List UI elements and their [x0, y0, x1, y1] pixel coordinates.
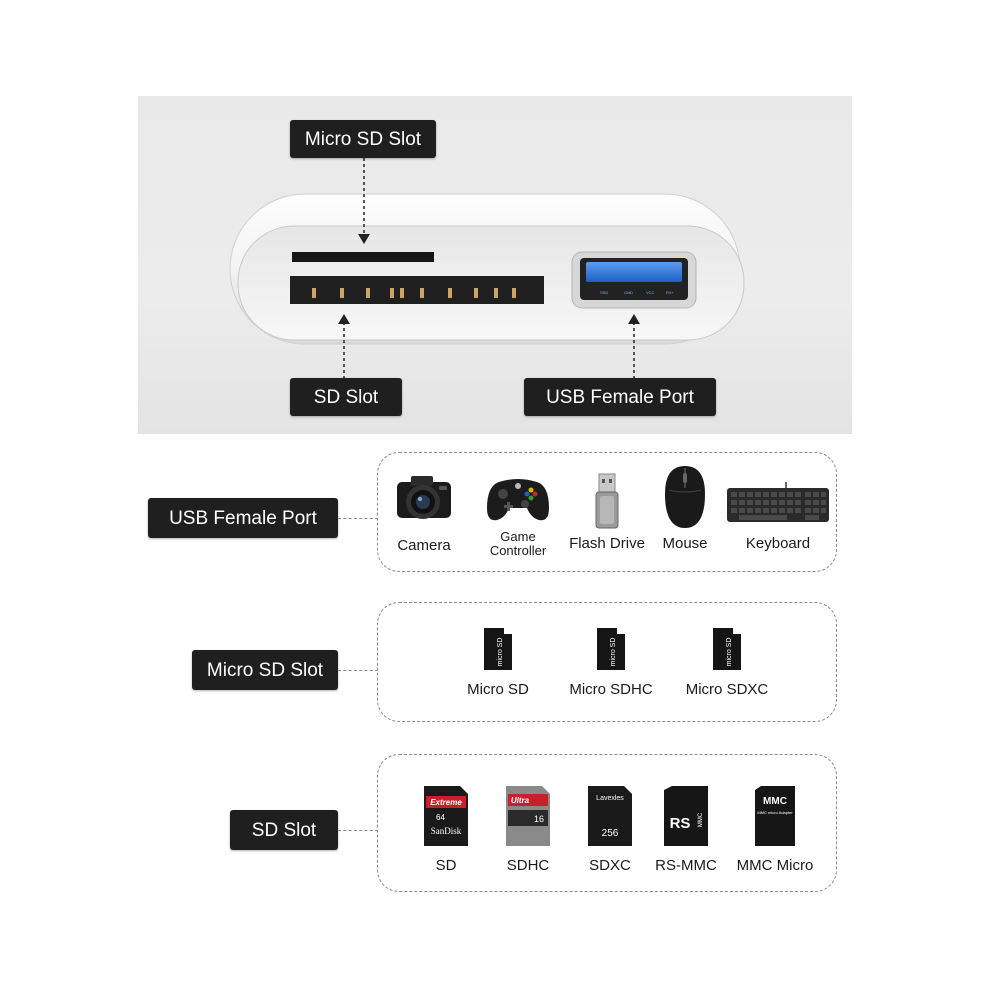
- svg-text:VCC: VCC: [646, 290, 655, 295]
- card-label: RS-MMC: [655, 857, 717, 874]
- card-label: SDHC: [506, 857, 550, 874]
- card-brand-text: Extreme: [430, 798, 462, 807]
- card-label: Micro SD: [467, 681, 529, 698]
- card-label: SD: [435, 857, 457, 874]
- card-sd: Extreme 64 SanDisk SD: [414, 784, 478, 875]
- connector-line: [338, 830, 378, 831]
- device-game-controller: Game Controller: [478, 474, 558, 559]
- card-micro-sdhc: micro SD Micro SDHC: [566, 626, 656, 699]
- section-label-micro-sd-slot: Micro SD Slot: [192, 650, 338, 690]
- device-keyboard: Keyboard: [724, 482, 832, 553]
- svg-text:RX+: RX+: [666, 290, 675, 295]
- sdhc-card-icon: Ultra 16: [506, 786, 550, 846]
- micro-sdhc-card-icon: micro SD: [597, 628, 625, 670]
- card-make-text: SanDisk: [431, 826, 462, 836]
- camera-icon: [397, 476, 451, 519]
- card-mark-text: micro SD: [497, 638, 504, 667]
- sd-card-icon: Extreme 64 SanDisk: [424, 786, 468, 846]
- card-label: Micro SDHC: [569, 681, 653, 698]
- product-photo: SSD GND VCC RX+: [138, 96, 852, 434]
- card-sub-text: MMC: [698, 812, 704, 827]
- svg-text:GND: GND: [624, 290, 633, 295]
- device-camera: Camera: [388, 468, 460, 555]
- section-label-usb-female-port: USB Female Port: [148, 498, 338, 538]
- callout-usb-female-port: USB Female Port: [524, 378, 716, 416]
- connector-line: [338, 670, 378, 671]
- device-flash-drive: Flash Drive: [566, 472, 648, 553]
- connector-line: [338, 518, 378, 519]
- device-mouse: Mouse: [654, 464, 716, 553]
- keyboard-icon: [727, 482, 829, 522]
- card-mark-text: micro SD: [610, 638, 617, 667]
- micro-sd-card-icon: micro SD: [484, 628, 512, 670]
- card-label: MMC Micro: [736, 857, 814, 874]
- card-cap-text: 256: [602, 828, 619, 839]
- device-label: Flash Drive: [569, 535, 645, 552]
- callout-sd-slot: SD Slot: [290, 378, 402, 416]
- card-brand-text: Lavexles: [596, 795, 624, 802]
- card-mark-text: micro SD: [726, 638, 733, 667]
- card-sdhc: Ultra 16 SDHC: [496, 784, 560, 875]
- rs-mmc-card-icon: RS MMC: [664, 786, 708, 846]
- card-micro-sdxc: micro SD Micro SDXC: [682, 626, 772, 699]
- device-label: Keyboard: [745, 535, 811, 552]
- card-cap-text: 64: [436, 813, 445, 822]
- game-controller-icon: [487, 479, 549, 521]
- sdxc-card-icon: Lavexles 256: [588, 786, 632, 846]
- callout-micro-sd-slot: Micro SD Slot: [290, 120, 436, 158]
- card-micro-sd: micro SD Micro SD: [460, 626, 536, 699]
- card-label: SDXC: [589, 857, 631, 874]
- card-mark-text: MMC: [763, 796, 787, 807]
- device-label: Camera: [397, 537, 451, 554]
- flash-drive-icon: [595, 473, 619, 529]
- card-cap-text: 16: [534, 814, 544, 824]
- card-mark-text: RS: [670, 815, 691, 832]
- card-mmc-micro: MMC MMC micro Adapter MMC Micro: [730, 784, 820, 875]
- device-label: Mouse: [662, 535, 708, 552]
- card-brand-text: Ultra: [511, 796, 530, 805]
- mmc-micro-card-icon: MMC MMC micro Adapter: [755, 786, 795, 846]
- card-rs-mmc: RS MMC RS-MMC: [654, 784, 718, 875]
- card-reader-illustration: SSD GND VCC RX+: [229, 158, 745, 378]
- card-sdxc: Lavexles 256 SDXC: [578, 784, 642, 875]
- micro-sdxc-card-icon: micro SD: [713, 628, 741, 670]
- card-label: Micro SDXC: [685, 681, 769, 698]
- svg-text:SSD: SSD: [600, 290, 608, 295]
- mouse-icon: [665, 466, 705, 528]
- card-sub-text: MMC micro Adapter: [757, 810, 793, 815]
- device-label: Game Controller: [489, 529, 547, 559]
- section-label-sd-slot: SD Slot: [230, 810, 338, 850]
